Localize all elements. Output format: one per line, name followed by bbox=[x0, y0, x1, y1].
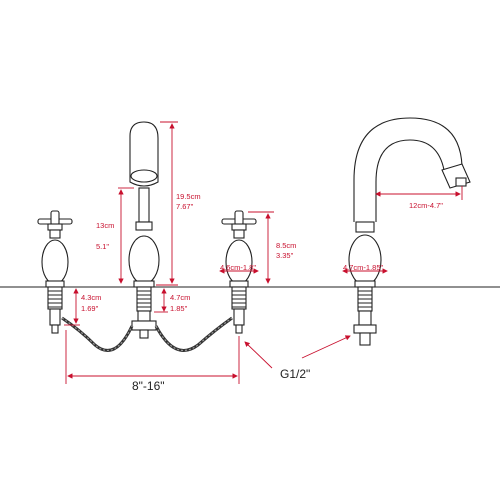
spread-label: 8"-16" bbox=[132, 379, 165, 393]
side-view-spout bbox=[348, 117, 471, 346]
left-shank-in-label: 1.69" bbox=[81, 304, 99, 313]
right-handle bbox=[221, 210, 257, 334]
spout-body-cm-label: 13cm bbox=[96, 221, 114, 230]
spout-body-in-label: 5.1" bbox=[96, 242, 109, 251]
spout-height-in-label: 7.67" bbox=[176, 202, 194, 211]
handle-height-cm-label: 8.5cm bbox=[276, 241, 296, 250]
left-shank-cm-label: 4.3cm bbox=[81, 293, 101, 302]
thread-label: G1/2" bbox=[280, 367, 310, 381]
spout-height-cm-label: 19.5cm bbox=[176, 192, 201, 201]
handle-width-label: 4.6cm-1.8" bbox=[220, 263, 256, 272]
spout-shank-cm-label: 4.7cm bbox=[170, 293, 190, 302]
handle-height-in-label: 3.35" bbox=[276, 251, 294, 260]
reach-label: 12cm-4.7" bbox=[409, 201, 443, 210]
side-base-width-label: 4.7cm-1.85" bbox=[343, 263, 384, 272]
spout-shank-in-label: 1.85" bbox=[170, 304, 188, 313]
center-spout bbox=[128, 121, 160, 339]
left-handle bbox=[37, 210, 73, 334]
